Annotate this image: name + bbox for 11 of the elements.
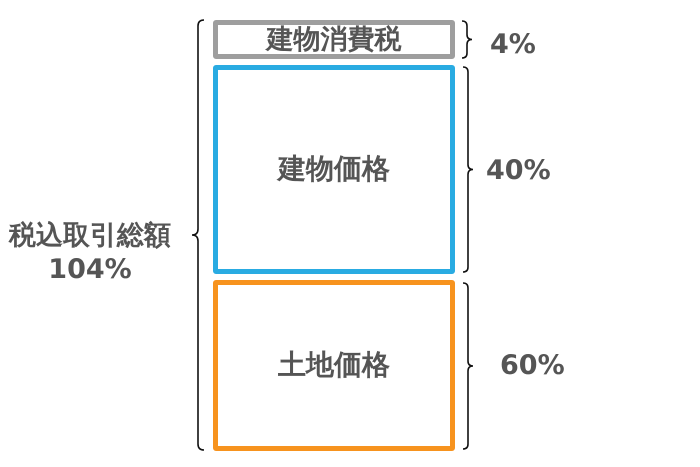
box-label: 土地価格 — [278, 350, 390, 381]
tax-box — [213, 20, 455, 59]
total-percentage-label: 104% — [47, 256, 133, 283]
box-label: 建物消費税 — [266, 24, 402, 54]
box-label: 建物価格 — [278, 154, 390, 185]
percentage-label: 4% — [490, 31, 536, 58]
total-amount-label: 税込取引総額 — [8, 222, 172, 249]
percentage-label: 60% — [500, 352, 565, 379]
percentage-label: 40% — [486, 157, 551, 184]
land-price-box — [213, 280, 455, 451]
building-price-box — [213, 65, 455, 274]
